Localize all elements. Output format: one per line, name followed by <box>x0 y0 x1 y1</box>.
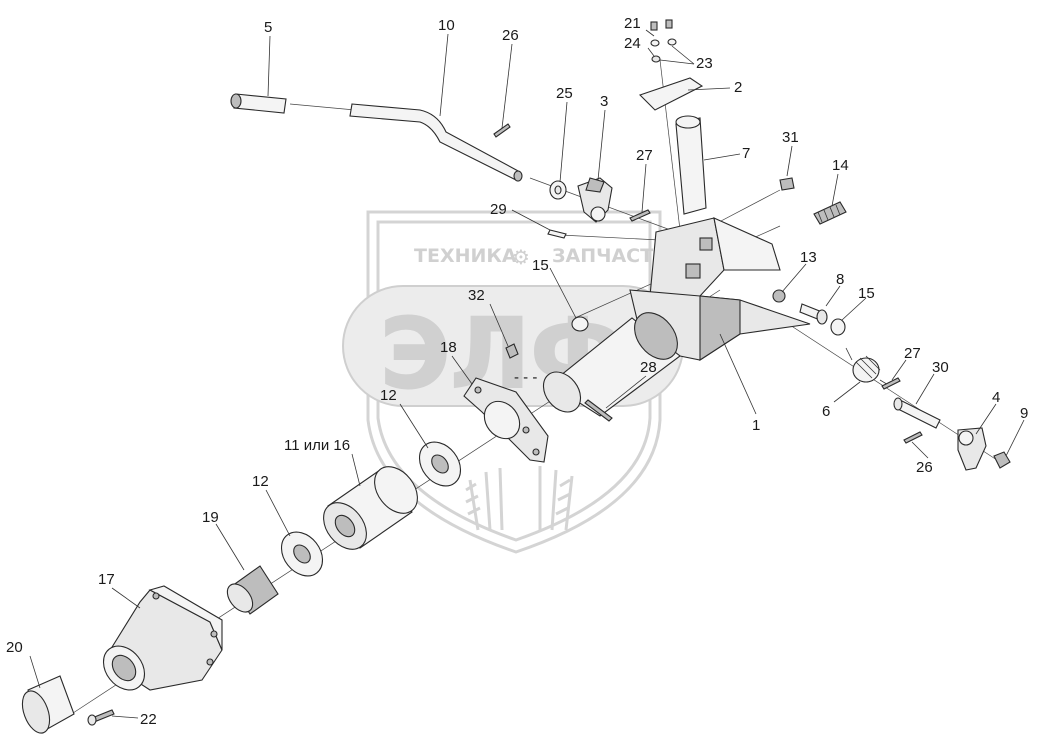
callout-23: 23 <box>696 55 713 72</box>
callout-8: 8 <box>836 271 844 288</box>
callout-15: 15 <box>532 257 549 274</box>
callout-11-or-16: 11 или 16 <box>284 437 350 454</box>
callout-3: 3 <box>600 93 608 110</box>
watermark-gear-icon: ⚙ <box>512 245 530 269</box>
callout-21: 21 <box>624 15 641 32</box>
callout-24: 24 <box>624 35 641 52</box>
callout-26: 26 <box>502 27 519 44</box>
callout-29: 29 <box>490 201 507 218</box>
callout-32: 32 <box>468 287 485 304</box>
part-12-washer <box>418 441 462 487</box>
part-2-plate <box>638 77 704 111</box>
part-17-housing <box>102 585 223 691</box>
dash-mark: - - - <box>514 369 537 386</box>
part-27-pin-top <box>629 209 651 222</box>
callout-27: 27 <box>636 147 653 164</box>
callout-19: 19 <box>202 509 219 526</box>
callout-12b: 12 <box>252 473 269 490</box>
part-27b-pin <box>881 377 901 390</box>
callouts: 5 10 26 21 24 23 2 25 3 7 31 27 29 14 15… <box>6 15 1028 728</box>
part-22-screw <box>87 709 115 726</box>
callout-13: 13 <box>800 249 817 266</box>
callout-28: 28 <box>640 359 657 376</box>
part-11-bushing <box>323 466 418 550</box>
callout-26b: 26 <box>916 459 933 476</box>
callout-18: 18 <box>440 339 457 356</box>
callout-15b: 15 <box>858 285 875 302</box>
callout-17: 17 <box>98 571 115 588</box>
part-21-bolts <box>650 19 677 63</box>
callout-30: 30 <box>932 359 949 376</box>
part-31-nut <box>779 177 795 191</box>
callout-7: 7 <box>742 145 750 162</box>
part-6-torsion-spring <box>845 347 891 387</box>
part-29-pin <box>547 229 567 239</box>
watermark-shield <box>366 210 662 554</box>
callout-14: 14 <box>832 157 849 174</box>
watermark-left-text: ТЕХНИКА <box>414 245 517 267</box>
part-7-lever-tube <box>675 115 707 215</box>
leader-lines <box>29 29 1025 719</box>
callout-31: 31 <box>782 129 799 146</box>
part-15b-plug <box>830 318 846 336</box>
callout-6: 6 <box>822 403 830 420</box>
callout-4: 4 <box>992 389 1000 406</box>
part-10-lever-rod <box>349 103 523 182</box>
part-13-ball <box>772 289 786 303</box>
part-25-washer <box>549 180 567 200</box>
part-20-cap <box>21 675 75 734</box>
part-26-pin <box>493 123 511 138</box>
watermark-wheat-icon <box>465 466 574 531</box>
part-18-flange <box>463 377 549 463</box>
callout-1: 1 <box>752 417 760 434</box>
part-19-sleeve <box>226 565 279 615</box>
callout-12: 12 <box>380 387 397 404</box>
part-30-axle <box>893 397 941 429</box>
callout-25: 25 <box>556 85 573 102</box>
part-3-fork <box>577 177 613 223</box>
callout-27b: 27 <box>904 345 921 362</box>
callout-2: 2 <box>734 79 742 96</box>
callout-10: 10 <box>438 17 455 34</box>
part-14-spring <box>813 201 847 225</box>
callout-9: 9 <box>1020 405 1028 422</box>
part-26b-pin <box>903 431 923 444</box>
callout-5: 5 <box>264 19 272 36</box>
callout-22: 22 <box>140 711 157 728</box>
part-9-nut <box>993 451 1011 469</box>
part-15-plug <box>571 316 589 332</box>
watermark-right-text: ЗАПЧАСТИ <box>552 245 669 267</box>
part-28-pin <box>584 399 613 422</box>
part-4-cam <box>957 427 987 471</box>
part-8-bolt <box>799 303 828 325</box>
part-12b-washer <box>280 531 324 577</box>
part-1-shaft <box>542 312 681 417</box>
callout-20: 20 <box>6 639 23 656</box>
part-32-nipple <box>505 343 519 359</box>
part-5-handle-grip <box>230 93 287 114</box>
